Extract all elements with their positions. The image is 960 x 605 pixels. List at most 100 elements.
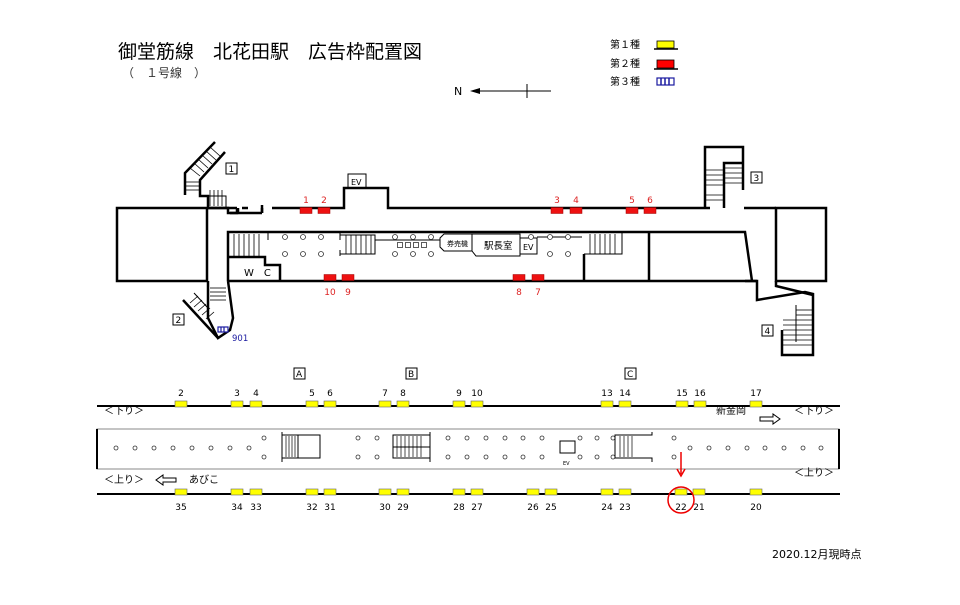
svg-text:2: 2 — [176, 316, 182, 326]
ad-type1-16[interactable] — [693, 400, 707, 408]
ad-type2-5[interactable] — [625, 207, 639, 214]
ad-type1-10[interactable] — [470, 400, 484, 408]
stair-a-label: A — [293, 367, 306, 380]
svg-text:B: B — [408, 370, 414, 380]
column-icon — [374, 454, 380, 460]
legend-swatch-type1 — [656, 40, 675, 49]
column-icon — [539, 435, 545, 441]
column-icon — [539, 454, 545, 460]
ad-type1-2[interactable] — [174, 400, 188, 408]
gate-icon — [421, 242, 427, 248]
column-icon — [132, 445, 138, 451]
column-icon — [577, 454, 583, 460]
ad-type2-8[interactable] — [512, 274, 526, 281]
ad-type1-22[interactable] — [674, 488, 688, 496]
column-icon — [151, 445, 157, 451]
ad-type1-32[interactable] — [305, 488, 319, 496]
column-icon — [725, 445, 731, 451]
ad-type2-label: 10 — [324, 288, 336, 298]
ad-type1-8[interactable] — [396, 400, 410, 408]
column-icon — [547, 251, 553, 257]
north-label: N — [454, 85, 462, 98]
ad-type2-3[interactable] — [550, 207, 564, 214]
ad-type1-27[interactable] — [470, 488, 484, 496]
ad-type1-label: 15 — [676, 389, 687, 399]
ad-type2-7[interactable] — [531, 274, 545, 281]
up-track-label-right: ＜上り＞ — [794, 467, 834, 479]
svg-text:1: 1 — [229, 165, 235, 175]
column-icon — [594, 454, 600, 460]
up-direction-label: あびこ — [189, 474, 219, 486]
ad-type1-31[interactable] — [323, 488, 337, 496]
ad-type1-34[interactable] — [230, 488, 244, 496]
page-title: 御堂筋線 北花田駅 広告枠配置図 — [118, 41, 422, 63]
column-icon — [410, 234, 416, 240]
stair-c-label: C — [624, 367, 637, 380]
column-icon — [687, 445, 693, 451]
ad-type2-6[interactable] — [643, 207, 657, 214]
ad-type2-2[interactable] — [317, 207, 331, 214]
gate-icon — [397, 242, 403, 248]
platform-ev-label: EV — [563, 461, 570, 467]
ad-type1-29[interactable] — [396, 488, 410, 496]
column-icon — [464, 435, 470, 441]
ad-type1-label: 28 — [453, 503, 465, 513]
ad-type1-label: 5 — [309, 389, 315, 399]
ad-type1-23[interactable] — [618, 488, 632, 496]
ad-type1-label: 17 — [750, 389, 761, 399]
ad-type1-35[interactable] — [174, 488, 188, 496]
ad-type1-25[interactable] — [544, 488, 558, 496]
column-icon — [261, 435, 267, 441]
column-icon — [282, 234, 288, 240]
ad-type2-10[interactable] — [323, 274, 337, 281]
column-icon — [706, 445, 712, 451]
ad-type1-15[interactable] — [675, 400, 689, 408]
right-arrow-icon — [759, 413, 781, 425]
ad-type1-26[interactable] — [526, 488, 540, 496]
legend-label-type1: 第１種 — [610, 38, 640, 51]
ad-type1-24[interactable] — [600, 488, 614, 496]
ev-label-top: EV — [351, 178, 362, 187]
as-of-date: 2020.12月現時点 — [772, 548, 862, 561]
column-icon — [428, 234, 434, 240]
ad-type1-label: 33 — [250, 503, 261, 513]
column-icon — [464, 454, 470, 460]
ad-type1-5[interactable] — [305, 400, 319, 408]
ad-type1-3[interactable] — [230, 400, 244, 408]
ad-type1-13[interactable] — [600, 400, 614, 408]
ad-type1-20[interactable] — [749, 488, 763, 496]
svg-text:3: 3 — [754, 174, 760, 184]
ad-type1-14[interactable] — [618, 400, 632, 408]
ad-type1-28[interactable] — [452, 488, 466, 496]
column-icon — [671, 454, 677, 460]
column-icon — [483, 454, 489, 460]
ad-type1-30[interactable] — [378, 488, 392, 496]
column-icon — [565, 251, 571, 257]
concourse-plan: W C EV 券売機 駅長室 EV — [115, 141, 828, 357]
column-icon — [800, 445, 806, 451]
exit-1-label: 1 — [225, 162, 238, 175]
ad-type2-1[interactable] — [299, 207, 313, 214]
ad-type2-4[interactable] — [569, 207, 583, 214]
ad-type1-33[interactable] — [249, 488, 263, 496]
column-icon — [318, 234, 324, 240]
ad-type1-7[interactable] — [378, 400, 392, 408]
ad-type1-label: 13 — [601, 389, 612, 399]
column-icon — [355, 435, 361, 441]
column-icon — [610, 454, 616, 460]
ad-type2-9[interactable] — [341, 274, 355, 281]
column-icon — [744, 445, 750, 451]
ad-type1-9[interactable] — [452, 400, 466, 408]
ad-type3-901[interactable] — [217, 326, 229, 333]
ad-type1-6[interactable] — [323, 400, 337, 408]
ad-type1-21[interactable] — [692, 488, 706, 496]
ad-type1-4[interactable] — [249, 400, 263, 408]
down-track-label-left: ＜下り＞ — [104, 405, 144, 417]
column-icon — [282, 251, 288, 257]
station-office-label: 駅長室 — [484, 240, 513, 252]
ad-type1-17[interactable] — [749, 400, 763, 408]
ad-type2-label: 6 — [647, 196, 653, 206]
column-icon — [547, 234, 553, 240]
